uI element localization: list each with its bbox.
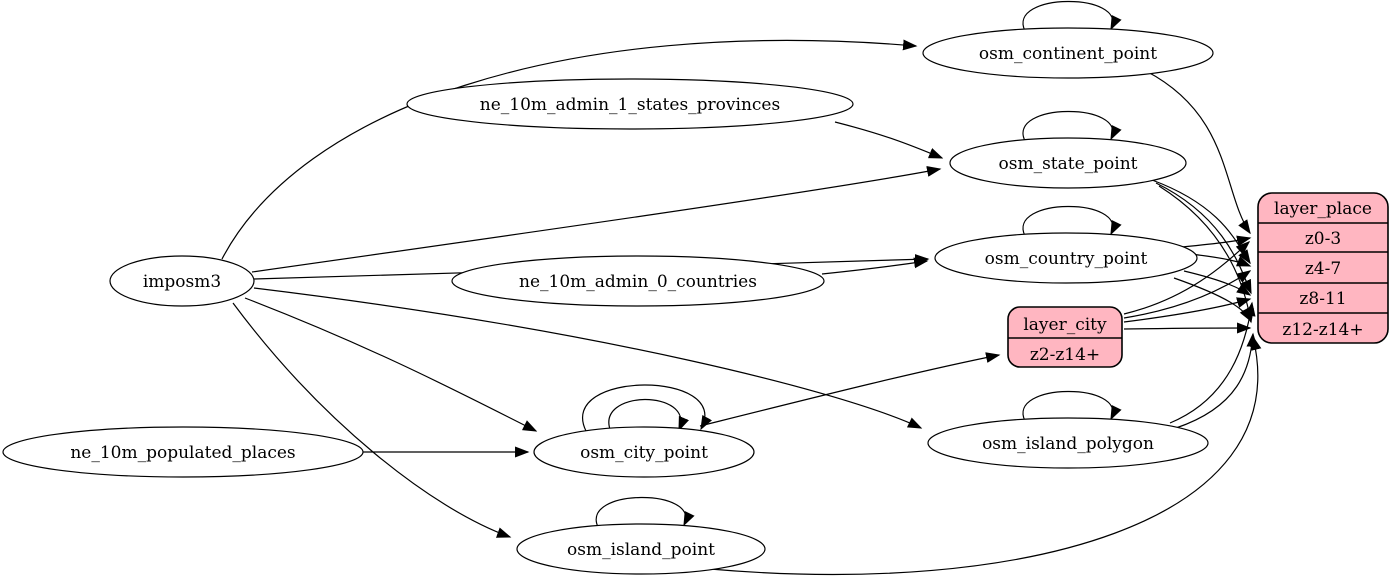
node-city-shape <box>533 426 755 478</box>
self-loop-state <box>1022 110 1122 142</box>
node-island-point-shape <box>516 523 766 575</box>
record-layer-place: layer_place z0-3 z4-7 z8-11 z12-z14+ <box>1257 192 1389 344</box>
edge-state-to-z4-7 <box>1151 179 1251 265</box>
edge-layer <box>221 0 1262 576</box>
self-loop-island-polygon <box>1022 390 1122 422</box>
edge-ne-countries-to-country <box>821 257 929 275</box>
edge-imposm3-to-city <box>244 297 538 432</box>
node-state-shape <box>949 137 1187 189</box>
node-osm-city-point: osm_city_point <box>533 426 755 478</box>
node-imposm3-label: imposm3 <box>143 272 221 292</box>
record-layer-place-box <box>1257 192 1389 344</box>
record-layer-place-row-z0-3: z0-3 <box>1305 229 1341 249</box>
record-layer-place-row-z12-z14: z12-z14+ <box>1282 320 1363 340</box>
node-country-shape <box>934 232 1198 284</box>
record-layer-place-row-z4-7: z4-7 <box>1305 259 1341 279</box>
record-layer-city-title: layer_city <box>1023 315 1107 335</box>
self-loop-island-point <box>595 496 695 528</box>
self-loop-continent <box>1022 0 1122 32</box>
node-osm-island-polygon: osm_island_polygon <box>927 417 1209 469</box>
node-continent-label: osm_continent_point <box>979 44 1157 64</box>
node-island-point-label: osm_island_point <box>567 540 715 560</box>
node-continent-shape <box>922 27 1214 79</box>
self-loop-city-inner <box>608 398 689 433</box>
node-ne-places-shape <box>2 426 364 478</box>
edge-layer-city-to-z4-7 <box>1123 270 1252 319</box>
edge-country-to-z0-3 <box>1181 235 1252 248</box>
node-ne-10m-admin-1-states-provinces: ne_10m_admin_1_states_provinces <box>406 78 854 130</box>
edge-imposm3-to-continent <box>221 39 918 260</box>
edge-ne-states-to-state <box>834 121 944 159</box>
edge-imposm3-to-state <box>251 166 942 273</box>
record-layer-place-row-z8-11: z8-11 <box>1299 289 1346 309</box>
node-state-label: osm_state_point <box>999 154 1138 174</box>
node-osm-country-point: osm_country_point <box>934 232 1198 284</box>
node-ne-countries-label: ne_10m_admin_0_countries <box>519 272 757 292</box>
edge-island-polygon-to-z8-11 <box>1169 301 1256 424</box>
node-island-polygon-shape <box>927 417 1209 469</box>
edge-country-to-z12-z14 <box>1173 277 1252 323</box>
node-ne-10m-populated-places: ne_10m_populated_places <box>2 426 364 478</box>
edge-imposm3-to-island-point <box>232 302 512 538</box>
self-loop-city-outer <box>582 384 712 432</box>
node-ne-states-label: ne_10m_admin_1_states_provinces <box>480 95 780 115</box>
record-layer-city: layer_city z2-z14+ <box>1007 306 1123 368</box>
node-imposm3: imposm3 <box>109 255 255 307</box>
edge-layer-city-to-z0-3 <box>1123 241 1251 315</box>
edge-island-point-to-z12-z14 <box>709 335 1262 576</box>
node-imposm3-shape <box>109 255 255 307</box>
edge-country-to-z8-11 <box>1183 270 1252 296</box>
record-layer-place-title: layer_place <box>1274 199 1372 219</box>
edge-layer-city-to-z12-z14 <box>1123 322 1252 334</box>
node-ne-states-shape <box>406 78 854 130</box>
edge-layer-city-to-z8-11 <box>1123 297 1252 323</box>
node-osm-island-point: osm_island_point <box>516 523 766 575</box>
edge-continent-to-z0-3 <box>1145 70 1251 235</box>
self-loop-country <box>1022 205 1122 237</box>
edge-country-to-z4-7 <box>1189 253 1252 267</box>
node-ne-places-label: ne_10m_populated_places <box>70 443 295 463</box>
node-osm-continent-point: osm_continent_point <box>922 27 1214 79</box>
node-country-label: osm_country_point <box>985 249 1148 269</box>
node-ne-10m-admin-0-countries: ne_10m_admin_0_countries <box>451 255 825 307</box>
node-ne-countries-shape <box>451 255 825 307</box>
node-city-label: osm_city_point <box>580 443 708 463</box>
edge-city-to-layer-city <box>699 352 1001 427</box>
record-layer-city-row-z2-z14: z2-z14+ <box>1030 345 1100 365</box>
node-island-polygon-label: osm_island_polygon <box>982 434 1154 454</box>
edge-imposm3-to-island-polygon <box>253 287 923 429</box>
record-layer-city-box <box>1007 306 1123 368</box>
node-osm-state-point: osm_state_point <box>949 137 1187 189</box>
